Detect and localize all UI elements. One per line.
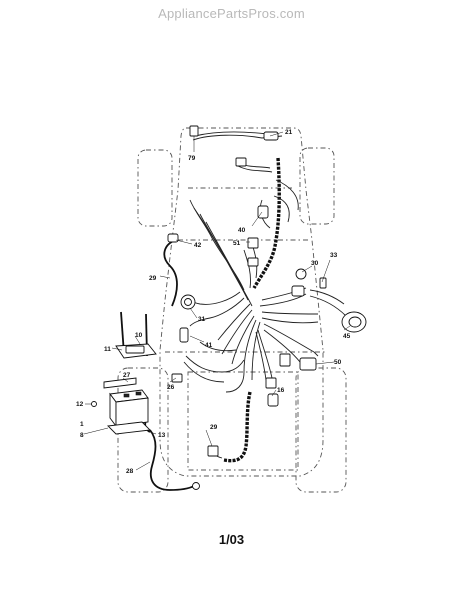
site-watermark: AppliancePartsPros.com (158, 6, 305, 21)
page-code: 1/03 (218, 532, 245, 547)
callout-31: 31 (198, 316, 206, 323)
callout-21: 21 (285, 129, 293, 136)
callout-27: 27 (123, 372, 131, 379)
callout-45: 45 (343, 333, 351, 340)
callout-50: 50 (334, 359, 342, 366)
callout-12: 12 (76, 401, 84, 408)
electrical-components (91, 125, 367, 490)
callout-79: 79 (188, 155, 196, 162)
callout-16: 16 (277, 387, 285, 394)
callout-26: 26 (167, 384, 175, 391)
callout-40: 40 (238, 227, 246, 234)
callout-8: 8 (80, 432, 84, 439)
callout-10: 10 (135, 332, 143, 339)
tractor-outline (117, 127, 347, 493)
callout-28: 28 (126, 468, 134, 475)
callout-30: 30 (311, 260, 319, 267)
callout-41: 41 (205, 342, 213, 349)
callout-51: 51 (233, 240, 241, 247)
callout-29-lower: 29 (210, 424, 218, 431)
callout-11: 11 (104, 346, 111, 353)
callout-13: 13 (158, 432, 166, 439)
callout-29-upper: 29 (149, 275, 157, 282)
callout-1: 1 (80, 421, 84, 428)
callout-leaders (83, 131, 351, 471)
callout-42: 42 (194, 242, 202, 249)
callout-33: 33 (330, 252, 338, 259)
wiring-harness (144, 131, 347, 491)
part-callouts: 21 79 40 42 51 29 33 30 10 11 31 41 45 5… (76, 129, 351, 475)
